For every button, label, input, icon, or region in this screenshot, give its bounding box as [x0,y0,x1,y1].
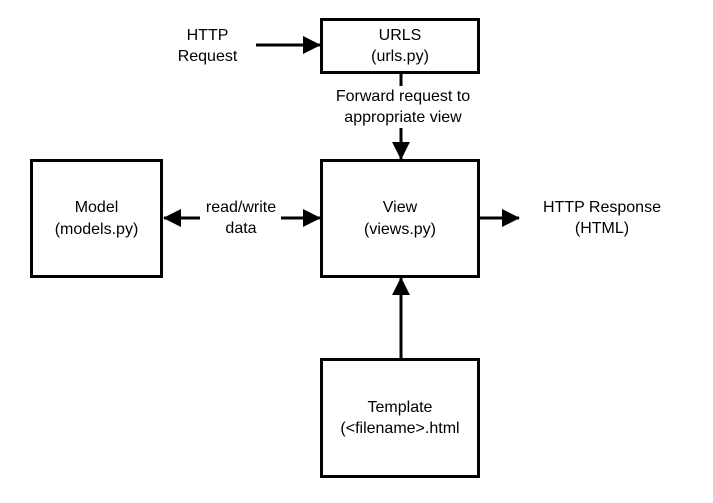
node-model[interactable]: Model (models.py) [30,159,163,278]
node-view[interactable]: View (views.py) [320,159,480,278]
node-model-filename: (models.py) [54,220,139,238]
node-urls-title: URLS [378,26,422,44]
node-urls-filename: (urls.py) [371,48,429,65]
node-urls[interactable]: URLS (urls.py) [320,18,480,74]
node-model-title: Model [74,199,119,217]
node-template-title: Template [367,398,433,416]
node-view-filename: (views.py) [363,220,436,238]
node-view-title: View [382,199,418,217]
node-template-filename: (<filename>.html [340,420,460,437]
node-template[interactable]: Template (<filename>.html [320,358,480,478]
